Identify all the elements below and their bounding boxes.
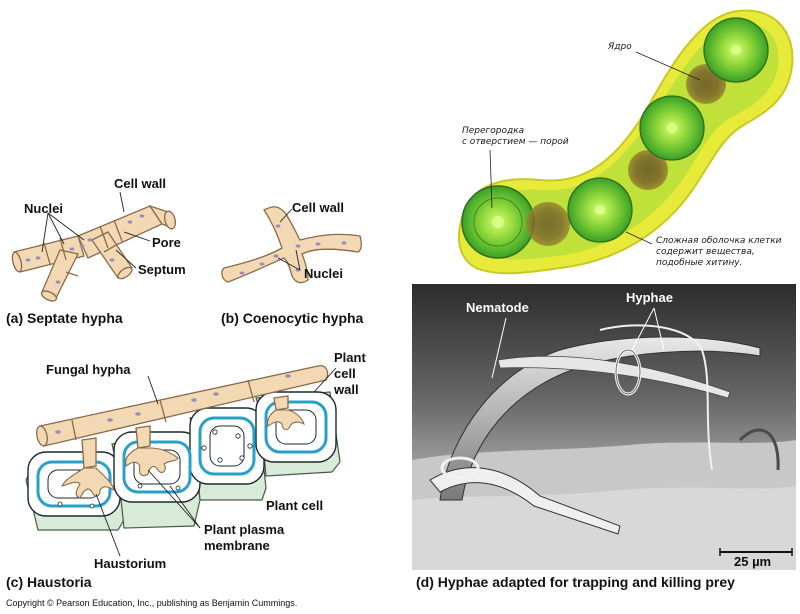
- label-c-plant-plasma-membrane: Plant plasma membrane: [204, 522, 285, 553]
- label-c-plant-cell-wall: Plant cell wall: [334, 350, 366, 397]
- plant-cells-drawing: [25, 391, 341, 531]
- haustoria-leader-lines: [95, 367, 337, 557]
- fungal-hypha-drawing: [36, 365, 329, 469]
- copyright-notice: Copyright © Pearson Education, Inc., pub…: [6, 598, 298, 608]
- caption-c: (c) Haustoria: [6, 574, 92, 590]
- coenocytic-hypha-drawing: [221, 206, 362, 284]
- fungal-hypha-nuclei: [55, 374, 291, 434]
- sem-leader-lines: [491, 307, 665, 379]
- caption-b: (b) Coenocytic hypha: [221, 310, 364, 326]
- label-wall-note-ru: Сложная оболочка клетки содержит веществ…: [656, 236, 782, 268]
- label-c-haustorium: Haustorium: [94, 556, 167, 571]
- micrograph-leader-lines: [489, 51, 701, 245]
- label-a-nuclei: Nuclei: [24, 201, 64, 216]
- caption-a: (a) Septate hypha: [6, 310, 123, 326]
- label-a-septum: Septum: [138, 262, 186, 277]
- hypha-micrograph: [458, 9, 794, 275]
- label-c-fungal-hypha: Fungal hypha: [46, 362, 131, 377]
- septate-hypha-leader-lines: [41, 191, 151, 269]
- caption-d: (d) Hyphae adapted for trapping and kill…: [416, 574, 735, 590]
- coenocytic-hypha-nuclei: [239, 224, 347, 275]
- label-nucleus-ru: Ядро: [608, 42, 632, 52]
- label-c-plant-cell: Plant cell: [266, 498, 324, 513]
- sem-micrograph: [412, 284, 796, 570]
- label-b-cell-wall: Cell wall: [292, 200, 345, 215]
- haustoria-drawing: [60, 409, 305, 499]
- scale-bar-label: 25 µm: [734, 554, 772, 569]
- scale-bar: [719, 548, 793, 556]
- label-a-pore: Pore: [152, 235, 181, 250]
- label-a-cell-wall: Cell wall: [114, 176, 167, 191]
- septate-hypha-drawing: [11, 204, 177, 302]
- label-d-nematode: Nematode: [466, 300, 529, 315]
- label-b-nuclei: Nuclei: [304, 266, 344, 281]
- label-septum-pore-ru: Перегородка с отверстием — порой: [462, 126, 569, 147]
- coenocytic-leader-lines: [277, 208, 301, 271]
- label-d-hyphae: Hyphae: [626, 290, 673, 305]
- septate-hypha-nuclei: [25, 214, 145, 284]
